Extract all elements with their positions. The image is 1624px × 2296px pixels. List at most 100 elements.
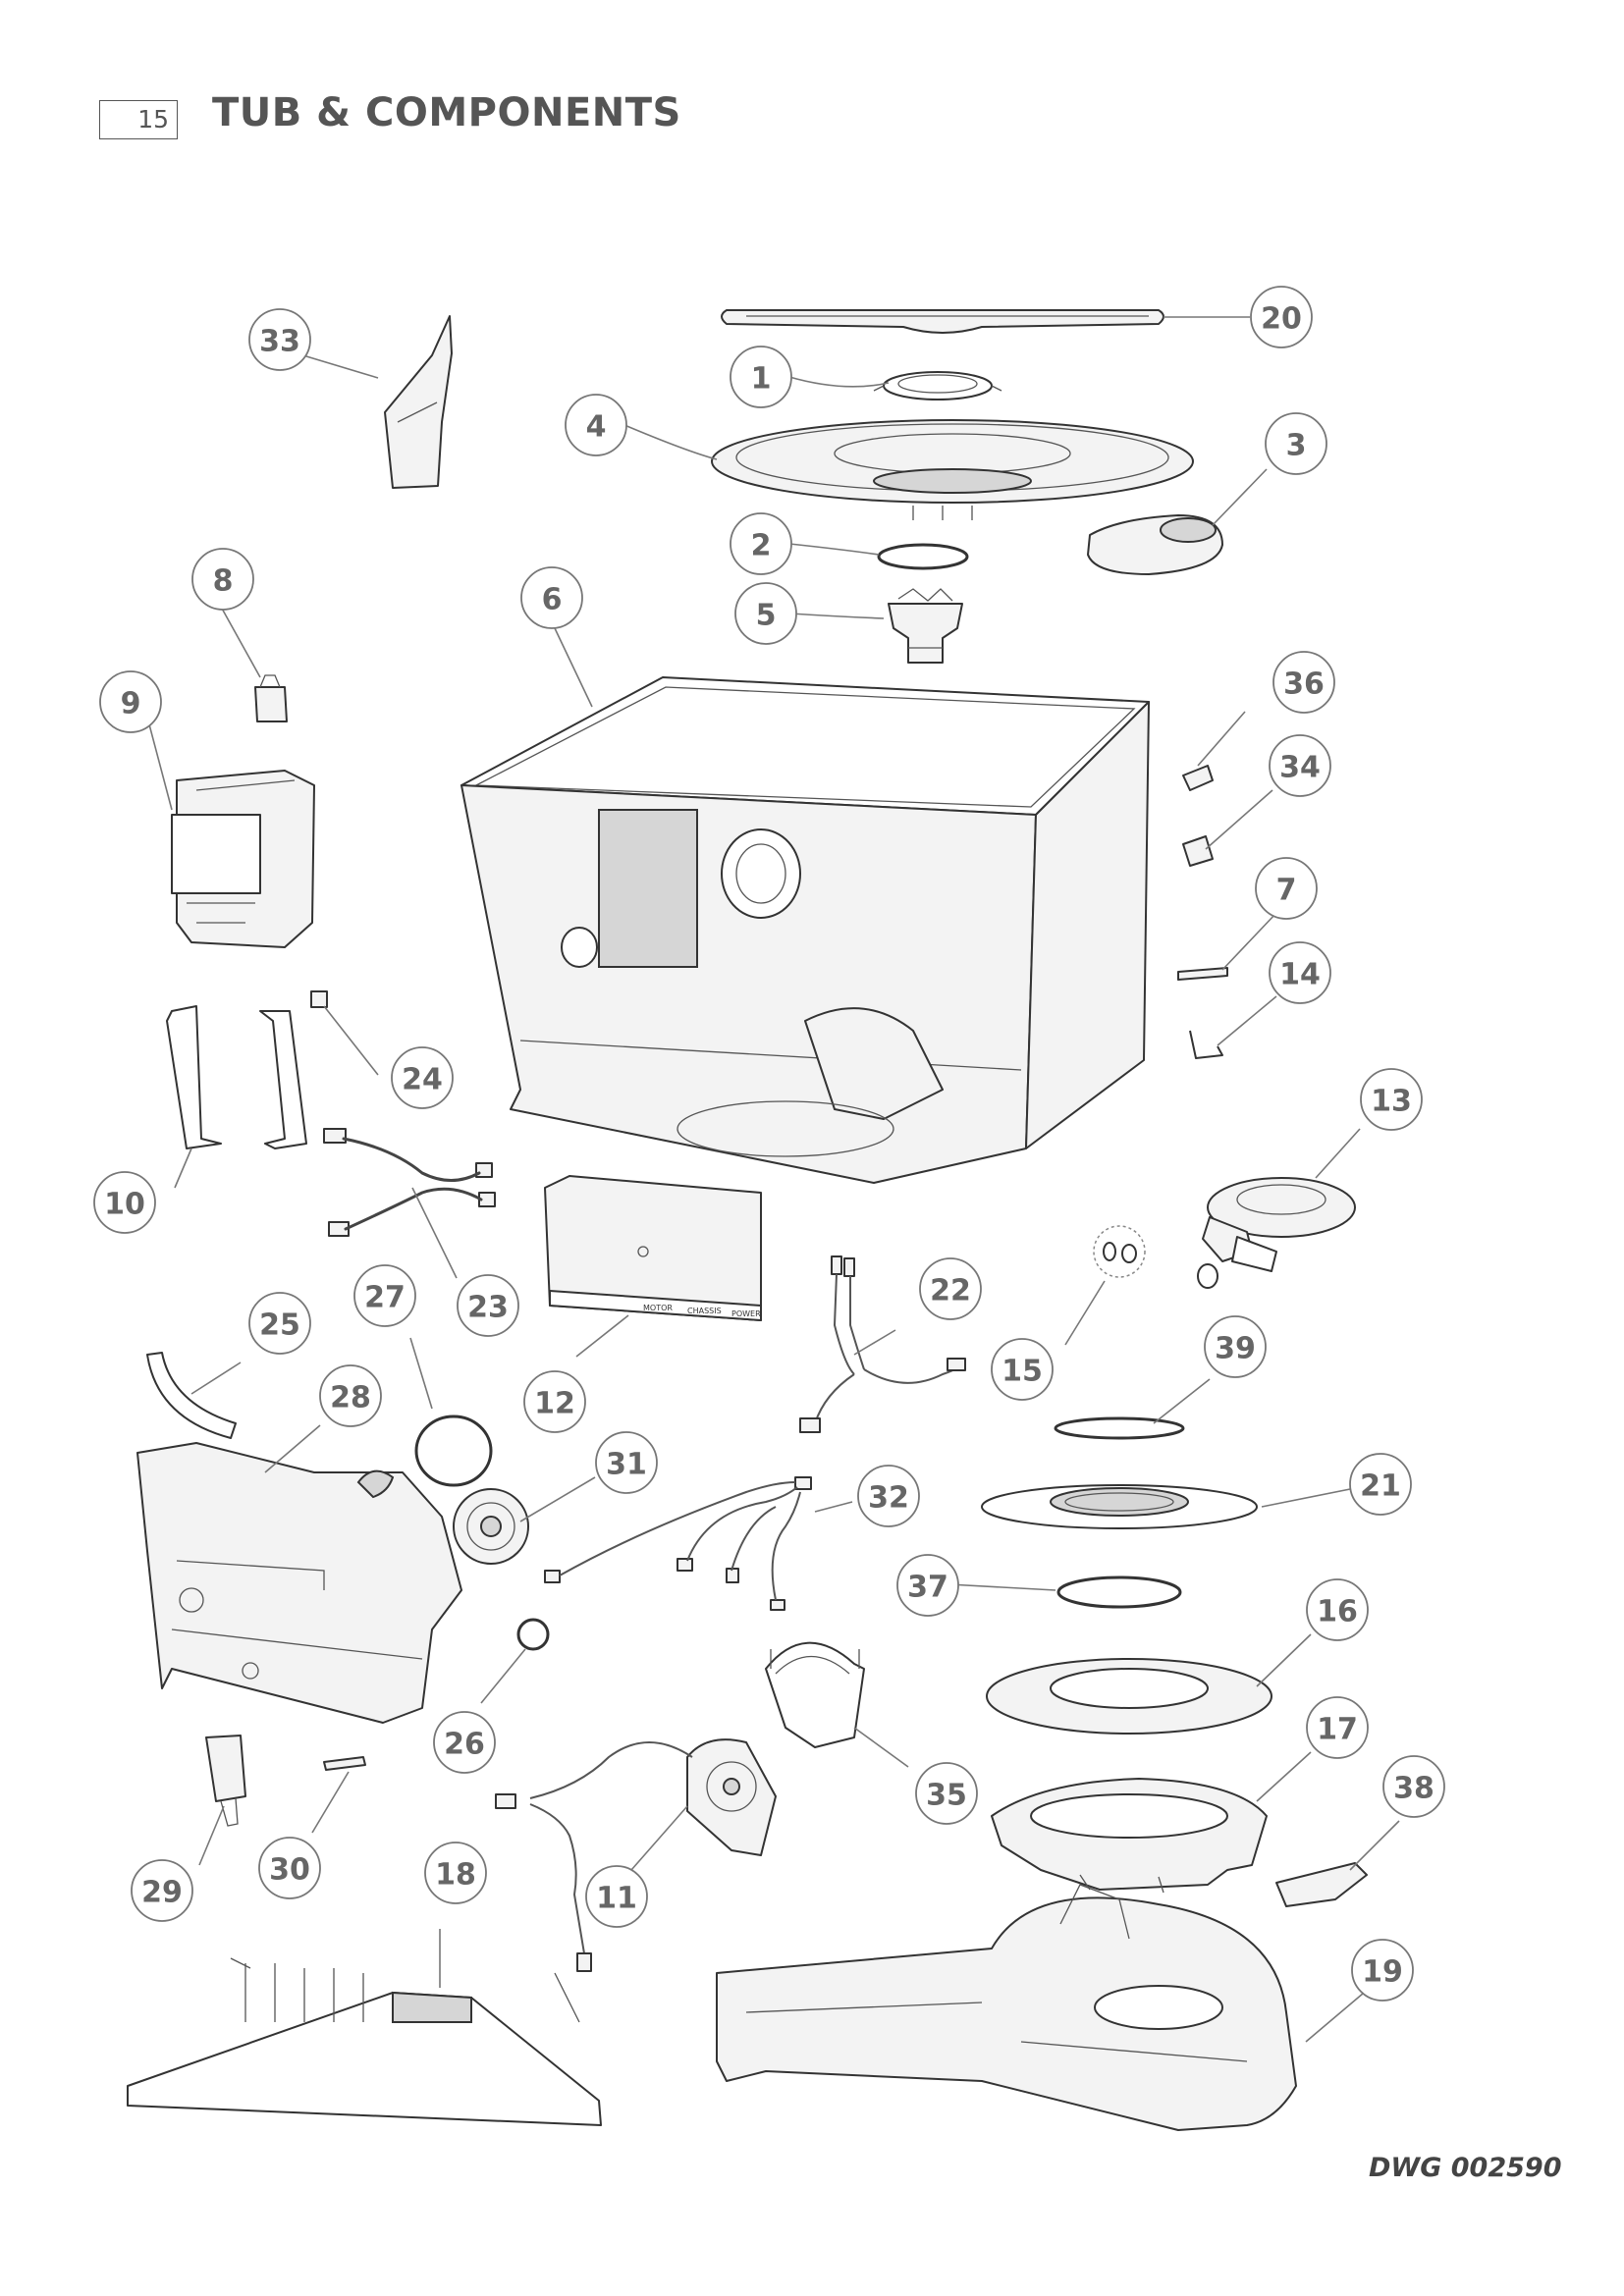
svg-text:25: 25 bbox=[259, 1308, 300, 1343]
callout-33: 33 bbox=[248, 308, 311, 371]
module-label-chassis: CHASSIS bbox=[687, 1307, 722, 1315]
callout-11: 11 bbox=[585, 1865, 648, 1928]
part-26-o-ring bbox=[516, 1618, 550, 1651]
svg-text:23: 23 bbox=[467, 1291, 509, 1325]
svg-text:5: 5 bbox=[756, 599, 777, 633]
callout-20: 20 bbox=[1250, 286, 1313, 348]
part-15-o-rings bbox=[1093, 1225, 1146, 1278]
callout-1: 1 bbox=[730, 346, 792, 408]
part-38-clip bbox=[1275, 1862, 1368, 1907]
callout-26: 26 bbox=[433, 1711, 496, 1774]
part-3-filter-cup bbox=[1087, 514, 1223, 575]
svg-text:26: 26 bbox=[444, 1728, 485, 1762]
svg-text:27: 27 bbox=[364, 1281, 406, 1315]
part-24-clip bbox=[310, 990, 328, 1008]
callout-8: 8 bbox=[191, 548, 254, 611]
callout-5: 5 bbox=[734, 582, 797, 645]
svg-text:21: 21 bbox=[1360, 1469, 1401, 1504]
part-31-sensor bbox=[453, 1488, 529, 1565]
svg-text:15: 15 bbox=[1001, 1355, 1043, 1389]
part-20-upper-spray-arm bbox=[721, 309, 1164, 334]
part-29-valve bbox=[205, 1735, 246, 1827]
part-35-bracket bbox=[765, 1641, 865, 1748]
svg-text:17: 17 bbox=[1317, 1713, 1358, 1747]
callout-37: 37 bbox=[896, 1554, 959, 1617]
callout-27: 27 bbox=[353, 1264, 416, 1327]
callout-16: 16 bbox=[1306, 1578, 1369, 1641]
callout-21: 21 bbox=[1349, 1453, 1412, 1516]
callout-9: 9 bbox=[99, 670, 162, 733]
part-5-impeller bbox=[888, 588, 963, 664]
callout-14: 14 bbox=[1269, 941, 1331, 1004]
part-6-tub bbox=[460, 676, 1150, 1184]
callout-30: 30 bbox=[258, 1837, 321, 1899]
svg-text:11: 11 bbox=[596, 1882, 637, 1916]
part-34-pad bbox=[1182, 835, 1214, 867]
svg-text:16: 16 bbox=[1317, 1595, 1358, 1629]
callout-4: 4 bbox=[565, 394, 627, 456]
part-19-base-pan bbox=[716, 1884, 1297, 2131]
callout-28: 28 bbox=[319, 1364, 382, 1427]
callout-29: 29 bbox=[131, 1859, 193, 1922]
svg-text:38: 38 bbox=[1393, 1772, 1435, 1806]
part-17-base-frame bbox=[991, 1778, 1268, 1894]
part-10-bracket bbox=[166, 1005, 307, 1149]
module-label-power: POWER bbox=[731, 1309, 761, 1318]
module-label-motor: MOTOR bbox=[643, 1304, 673, 1312]
part-18-plinth bbox=[127, 1957, 602, 2126]
svg-text:36: 36 bbox=[1283, 667, 1325, 702]
part-8-fitting bbox=[254, 674, 288, 722]
callout-24: 24 bbox=[391, 1046, 454, 1109]
svg-text:2: 2 bbox=[751, 529, 772, 563]
part-12-control-module: CHASSIS POWER MOTOR bbox=[544, 1175, 762, 1321]
callout-19: 19 bbox=[1351, 1939, 1414, 2002]
svg-text:37: 37 bbox=[907, 1571, 948, 1605]
callout-17: 17 bbox=[1306, 1696, 1369, 1759]
callout-12: 12 bbox=[523, 1370, 586, 1433]
part-16-dish bbox=[986, 1658, 1272, 1735]
callout-13: 13 bbox=[1360, 1068, 1423, 1131]
part-37-ring bbox=[1056, 1575, 1182, 1609]
part-33-nozzle bbox=[384, 315, 453, 489]
callout-38: 38 bbox=[1382, 1755, 1445, 1818]
svg-text:29: 29 bbox=[141, 1876, 183, 1910]
svg-text:30: 30 bbox=[269, 1853, 310, 1888]
svg-text:10: 10 bbox=[104, 1188, 145, 1222]
svg-text:35: 35 bbox=[926, 1779, 967, 1813]
svg-text:1: 1 bbox=[751, 362, 772, 397]
part-21-sump-cover bbox=[981, 1484, 1258, 1529]
callout-6: 6 bbox=[520, 566, 583, 629]
part-7-pin bbox=[1177, 967, 1228, 981]
svg-text:19: 19 bbox=[1362, 1955, 1403, 1990]
svg-text:8: 8 bbox=[213, 564, 234, 599]
callout-34: 34 bbox=[1269, 734, 1331, 797]
part-22-harness bbox=[799, 1255, 966, 1433]
svg-text:22: 22 bbox=[930, 1274, 971, 1308]
callout-3: 3 bbox=[1265, 412, 1327, 475]
svg-text:39: 39 bbox=[1215, 1332, 1256, 1366]
callout-32: 32 bbox=[857, 1465, 920, 1527]
part-14-clip bbox=[1189, 1030, 1223, 1059]
callout-22: 22 bbox=[919, 1257, 982, 1320]
part-25-hose bbox=[146, 1352, 237, 1439]
svg-text:33: 33 bbox=[259, 325, 300, 359]
callout-10: 10 bbox=[93, 1171, 156, 1234]
svg-text:24: 24 bbox=[402, 1063, 443, 1097]
svg-text:3: 3 bbox=[1286, 429, 1307, 463]
part-2-o-ring bbox=[877, 543, 969, 570]
part-11-pump-motor bbox=[495, 1738, 777, 1972]
svg-text:6: 6 bbox=[542, 583, 563, 617]
page-number: 15 bbox=[99, 100, 178, 139]
svg-text:13: 13 bbox=[1371, 1085, 1412, 1119]
svg-text:31: 31 bbox=[606, 1448, 647, 1482]
svg-text:18: 18 bbox=[435, 1858, 476, 1893]
svg-text:28: 28 bbox=[330, 1381, 371, 1415]
svg-text:12: 12 bbox=[534, 1387, 575, 1421]
part-27-o-ring bbox=[414, 1415, 493, 1487]
part-30-clip bbox=[323, 1756, 366, 1771]
callout-23: 23 bbox=[457, 1274, 519, 1337]
svg-text:34: 34 bbox=[1279, 751, 1321, 785]
callout-15: 15 bbox=[991, 1338, 1054, 1401]
part-9-control-board bbox=[171, 770, 315, 948]
